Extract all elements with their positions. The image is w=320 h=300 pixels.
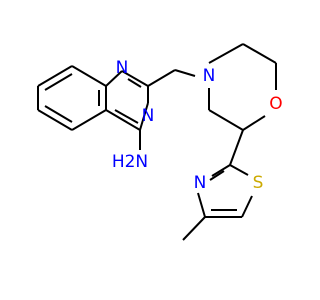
atom-n-morpholine: N — [203, 66, 216, 86]
bond — [121, 70, 149, 87]
bond — [44, 73, 73, 91]
atom-n-thiazole: N — [194, 173, 207, 193]
bond — [241, 195, 253, 218]
atom-label: N — [116, 58, 129, 78]
bond — [37, 65, 73, 87]
bond — [71, 65, 107, 87]
bond — [44, 105, 73, 123]
bond — [105, 70, 123, 87]
bond — [229, 129, 244, 166]
bond — [105, 109, 141, 131]
bond — [197, 192, 206, 218]
bond — [174, 69, 196, 77]
atom-label: N — [194, 173, 207, 193]
bond — [229, 164, 249, 176]
atom-label: N — [142, 106, 155, 126]
bond — [114, 109, 139, 124]
molecule-structure-diagram: N N H2N N O N S — [37, 43, 283, 241]
bond — [208, 43, 244, 64]
bond — [71, 109, 107, 131]
bond — [182, 216, 206, 241]
atom-amine: H2N — [112, 152, 148, 172]
bond — [242, 115, 266, 131]
atom-n-quinazoline-top: N — [116, 58, 129, 78]
bonds — [37, 43, 277, 241]
bond — [211, 164, 231, 177]
atom-label: S — [253, 173, 264, 193]
bond — [208, 109, 244, 131]
atom-o-morpholine: O — [269, 94, 282, 114]
atom-label: O — [269, 94, 282, 114]
atom-label: N — [203, 66, 216, 86]
bond — [139, 102, 149, 131]
bond — [127, 78, 142, 88]
atom-s-thiazole: S — [253, 173, 264, 193]
atom-n-quinazoline-bottom: N — [142, 106, 155, 126]
atom-labels: N N H2N N O N S — [112, 58, 283, 193]
bond — [209, 170, 225, 181]
atom-label: H2N — [112, 152, 148, 172]
bond — [147, 69, 176, 87]
bond — [37, 109, 73, 131]
bond — [242, 43, 277, 64]
